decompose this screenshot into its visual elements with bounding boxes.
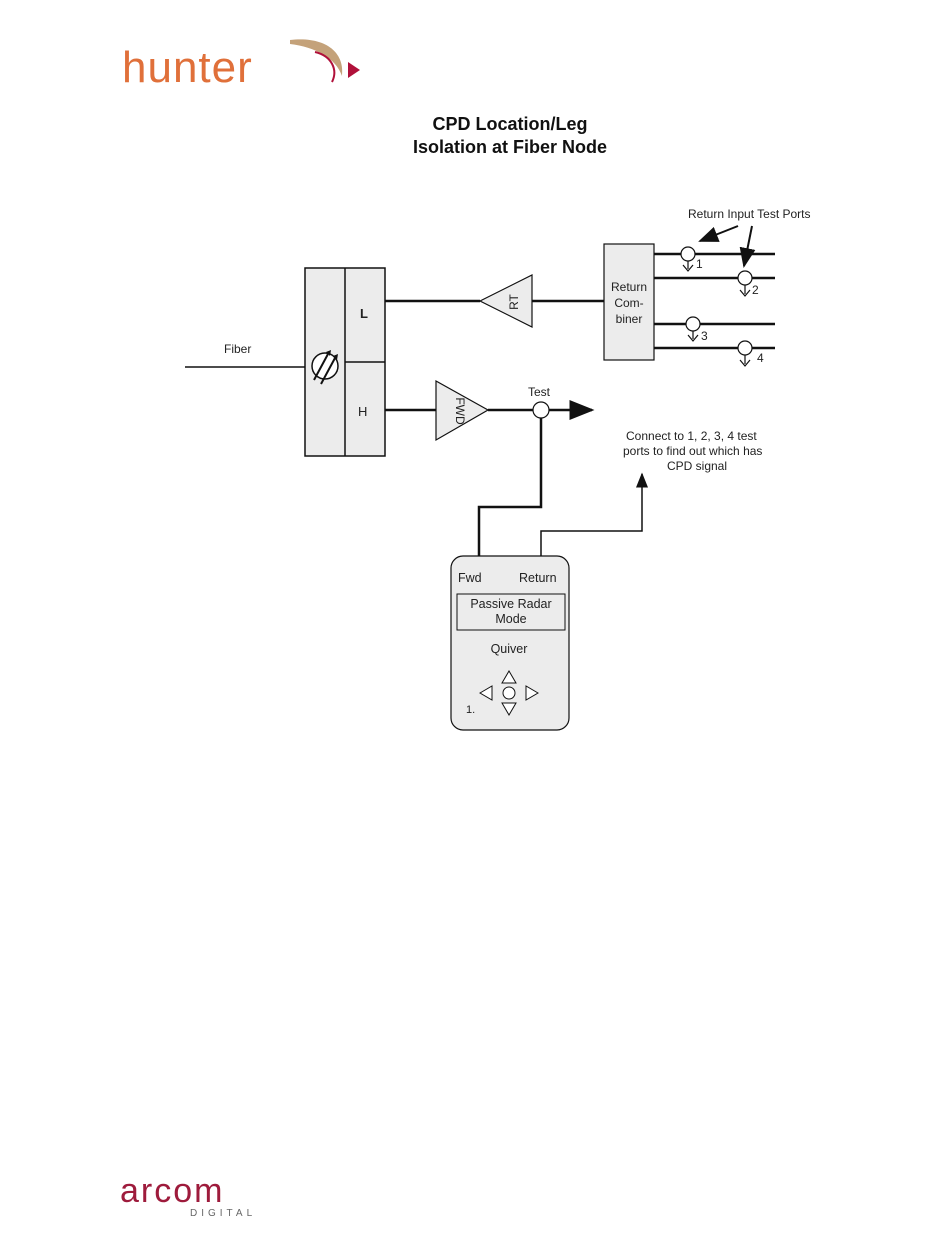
combiner-label-3: biner [616,312,643,326]
fwd-label: FWD [453,397,467,425]
device-mode-line-1: Passive Radar [470,597,551,611]
arcom-logo-text: arcom [120,1172,224,1210]
test-port-4-label: 4 [757,351,764,365]
device-mode-line-2: Mode [495,612,526,626]
node-high-label: H [358,404,367,419]
test-port-3 [686,317,700,341]
test-port-4 [738,341,752,366]
fwd-test-cable [479,418,541,556]
test-port-3-label: 3 [701,329,708,343]
combiner-label-1: Return [611,280,647,294]
connect-note-line-3: CPD signal [667,459,727,473]
rt-label: RT [507,293,521,309]
connect-note-line-1: Connect to 1, 2, 3, 4 test [626,429,757,443]
return-test-cable [541,474,642,556]
combiner-label-2: Com- [614,296,643,310]
arcom-logo-subtext: DIGITAL [190,1208,256,1219]
device-fwd-label: Fwd [458,571,482,585]
rt-amplifier [480,275,532,327]
test-point [533,402,549,418]
test-port-2-label: 2 [752,283,759,297]
test-label: Test [528,385,551,399]
dpad-center-icon [503,687,515,699]
node-low-label: L [360,306,368,321]
ports-arrow-2 [744,226,752,266]
device-name: Quiver [491,642,528,656]
fiber-label: Fiber [224,342,251,356]
test-port-1 [681,247,695,271]
return-ports-label: Return Input Test Ports [688,207,811,221]
device-return-label: Return [519,571,557,585]
device-corner-label: 1. [466,704,475,716]
test-port-2 [738,271,752,296]
connect-note-line-2: ports to find out which has [623,444,762,458]
ports-arrow-1 [700,226,738,241]
test-port-1-label: 1 [696,257,703,271]
arcom-logo: arcom DIGITAL [118,1172,288,1222]
